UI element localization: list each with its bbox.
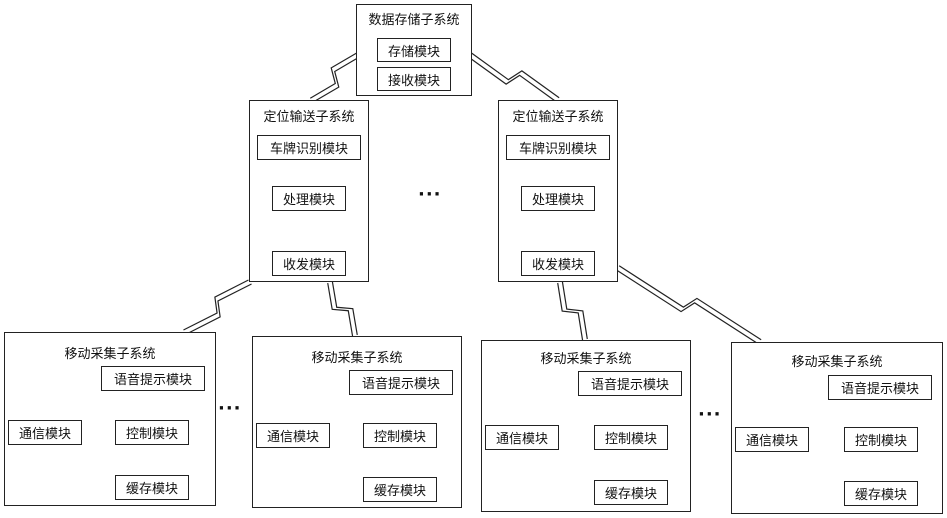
wireless-link-positioning-1-collection-2-line-2 [328, 283, 353, 337]
communication-module: 通信模块 [485, 425, 559, 450]
voice-prompt-module: 语音提示模块 [578, 371, 682, 396]
collection-subsystem-title: 移动采集子系统 [253, 347, 461, 366]
communication-module: 通信模块 [8, 420, 82, 445]
storage-subsystem-title: 数据存储子系统 [357, 9, 471, 28]
cache-module: 缓存模块 [844, 481, 918, 506]
wireless-link-positioning-2-collection-4-line-2 [617, 270, 759, 344]
processing-module: 处理模块 [272, 186, 346, 211]
collection-subsystem-title: 移动采集子系统 [732, 351, 942, 370]
control-module: 控制模块 [363, 423, 437, 448]
ellipsis-collection-left: ··· [218, 398, 242, 419]
cache-module: 缓存模块 [115, 475, 189, 500]
processing-module: 处理模块 [521, 186, 595, 211]
plate-recognition-module: 车牌识别模块 [257, 135, 361, 160]
collection-subsystem-1: 移动采集子系统 语音提示模块 通信模块 控制模块 缓存模块 [4, 332, 216, 506]
wireless-link-storage-positioning-2-line-2 [469, 57, 557, 102]
collection-subsystem-3: 移动采集子系统 语音提示模块 通信模块 控制模块 缓存模块 [481, 340, 691, 512]
ellipsis-collection-right: ··· [698, 404, 722, 425]
collection-subsystem-4: 移动采集子系统 语音提示模块 通信模块 控制模块 缓存模块 [731, 342, 943, 514]
wireless-link-storage-positioning-1-line-2 [310, 53, 356, 98]
wireless-link-positioning-1-collection-1-line-1 [187, 284, 252, 334]
voice-prompt-module: 语音提示模块 [349, 370, 453, 395]
wireless-link-positioning-2-collection-4-line-1 [619, 266, 761, 340]
control-module: 控制模块 [115, 420, 189, 445]
storage-subsystem: 数据存储子系统 存储模块 接收模块 [356, 4, 472, 96]
transceiver-module: 收发模块 [272, 251, 346, 276]
control-module: 控制模块 [844, 427, 918, 452]
transceiver-module: 收发模块 [521, 251, 595, 276]
positioning-subsystem-title: 定位输送子系统 [250, 106, 368, 125]
wireless-link-storage-positioning-2-line-1 [471, 53, 559, 98]
voice-prompt-module: 语音提示模块 [101, 366, 205, 391]
collection-subsystem-title: 移动采集子系统 [482, 348, 690, 367]
control-module: 控制模块 [594, 425, 668, 450]
positioning-subsystem-1: 定位输送子系统 车牌识别模块 处理模块 收发模块 [249, 100, 369, 282]
wireless-link-positioning-2-collection-3-line-2 [558, 283, 583, 341]
plate-recognition-module: 车牌识别模块 [506, 135, 610, 160]
wireless-link-positioning-1-collection-1-line-2 [183, 280, 248, 330]
storage-module: 存储模块 [377, 38, 451, 62]
voice-prompt-module: 语音提示模块 [828, 375, 932, 400]
cache-module: 缓存模块 [594, 480, 668, 505]
wireless-link-positioning-2-collection-3-line-1 [562, 281, 587, 339]
cache-module: 缓存模块 [363, 477, 437, 502]
collection-subsystem-title: 移动采集子系统 [5, 343, 215, 362]
communication-module: 通信模块 [256, 423, 330, 448]
ellipsis-positioning: ··· [418, 184, 442, 205]
wireless-link-positioning-1-collection-2-line-1 [332, 281, 357, 335]
collection-subsystem-2: 移动采集子系统 语音提示模块 通信模块 控制模块 缓存模块 [252, 336, 462, 508]
positioning-subsystem-2: 定位输送子系统 车牌识别模块 处理模块 收发模块 [498, 100, 618, 282]
positioning-subsystem-title: 定位输送子系统 [499, 106, 617, 125]
communication-module: 通信模块 [735, 427, 809, 452]
wireless-link-storage-positioning-1-line-1 [314, 57, 360, 102]
receive-module: 接收模块 [377, 67, 451, 91]
